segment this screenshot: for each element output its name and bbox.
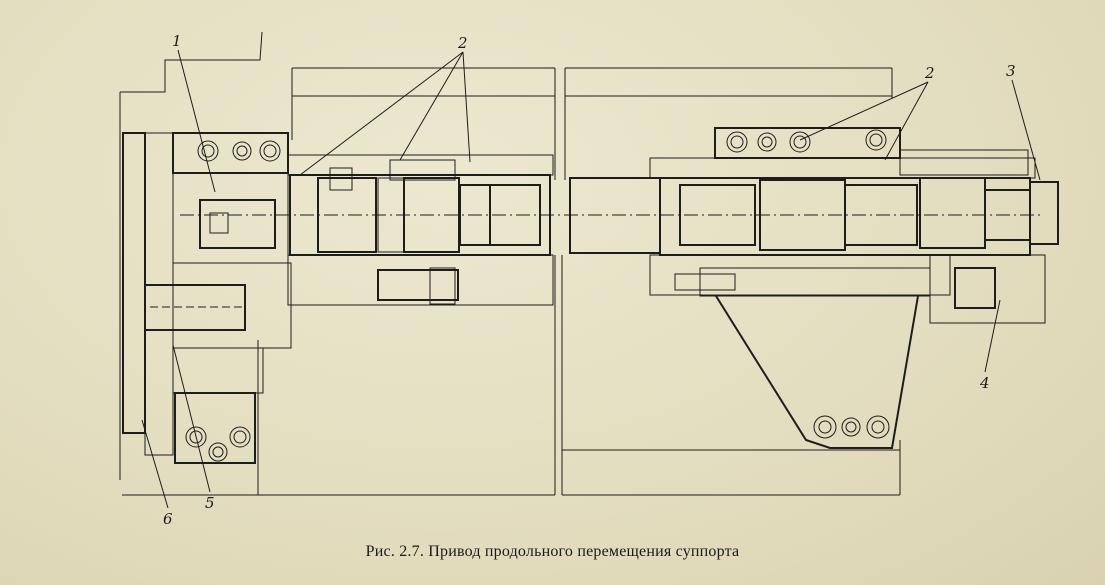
left-shaft-assembly [180, 154, 1040, 306]
callout-6: 6 [163, 510, 173, 528]
right-bolts [726, 129, 890, 439]
frame-outline [119, 31, 901, 496]
figure-caption: Рис. 2.7. Привод продольного перемещения… [365, 543, 740, 560]
callout-2-right: 2 [924, 64, 935, 82]
support-bracket [715, 295, 919, 449]
callout-2-left: 2 [457, 34, 468, 52]
callout-5: 5 [205, 494, 215, 512]
callout-3: 3 [1006, 62, 1016, 80]
callout-1: 1 [172, 32, 182, 50]
longitudinal-drive-drawing: 1 2 2 3 4 5 6 [119, 31, 1059, 528]
callout-4: 4 [979, 374, 990, 392]
leader-lines [141, 49, 1041, 509]
left-bolts [185, 140, 281, 462]
left-housing [122, 132, 292, 464]
right-shaft-assembly [569, 127, 1059, 324]
